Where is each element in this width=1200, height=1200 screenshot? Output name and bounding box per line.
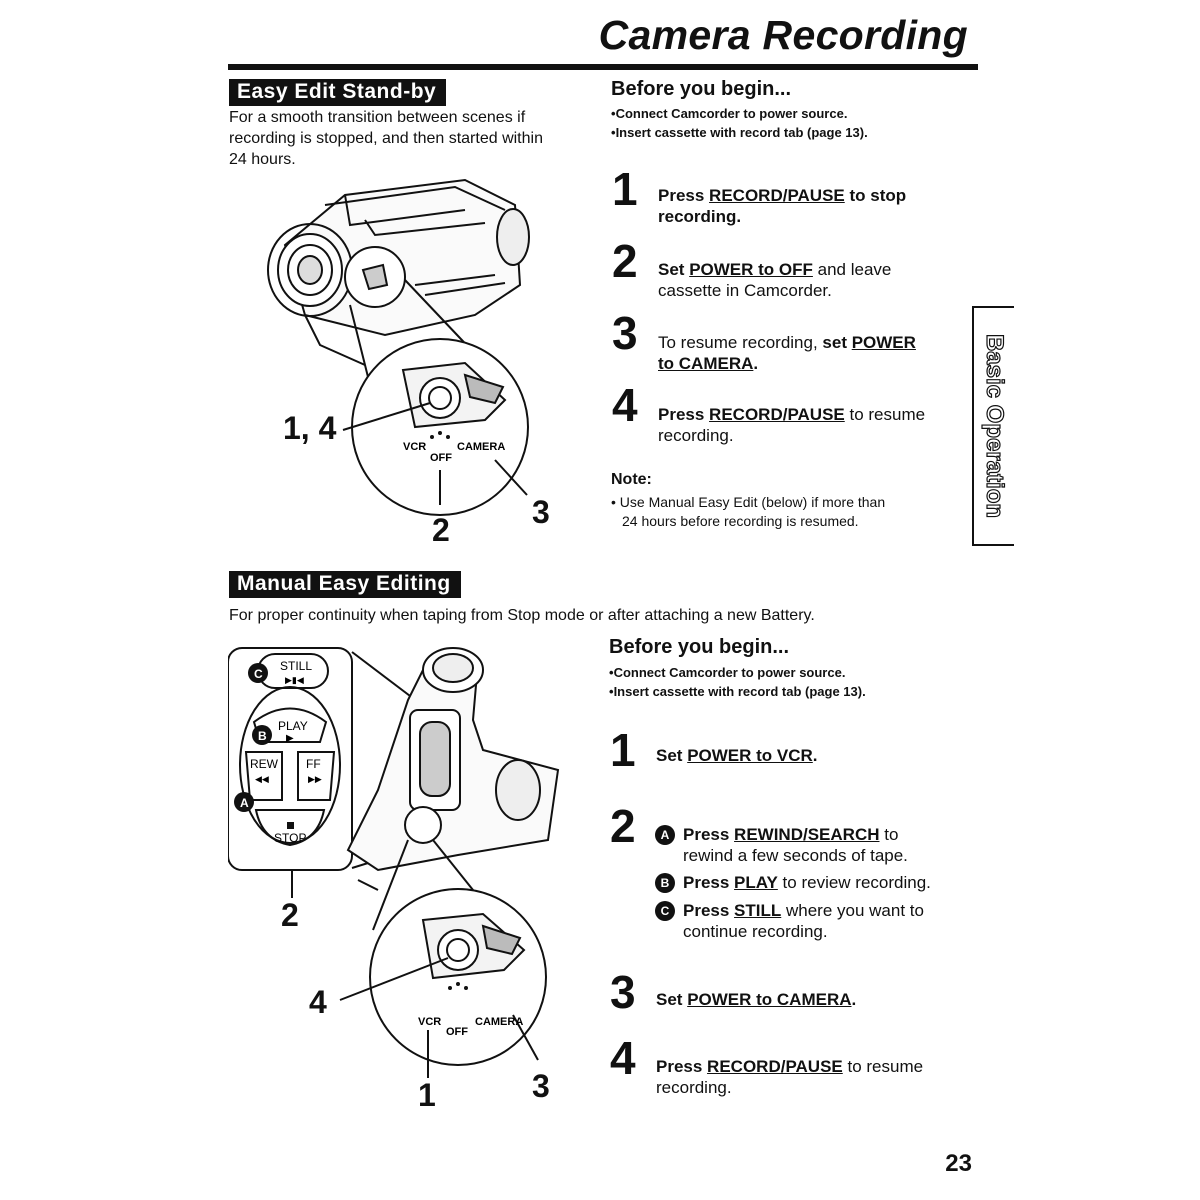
easy-step-3-number: 3: [612, 307, 638, 359]
manual-callout-4: 4: [309, 984, 327, 1020]
easy-edit-heading: Easy Edit Stand-by: [229, 79, 447, 106]
ff-button-label: FF: [306, 757, 321, 771]
panel-badge-a-icon: A: [240, 796, 249, 810]
svg-text:◀◀: ◀◀: [255, 774, 269, 784]
panel-badge-c-icon: C: [254, 667, 263, 681]
easy-step-1-text: Press RECORD/PAUSE to stop recording.: [658, 186, 907, 226]
manual-edit-intro: For proper continuity when taping from S…: [229, 607, 815, 624]
still-button-label: STILL: [280, 659, 312, 673]
dial-camera-label: CAMERA: [457, 441, 505, 453]
easy-callout-2: 2: [432, 512, 450, 548]
manual-step-4-number: 4: [610, 1032, 636, 1084]
title-rule: [228, 64, 978, 70]
dial2-off-label: OFF: [446, 1026, 468, 1038]
manual-edit-bullets: Connect Camcorder to power source. Inser…: [609, 663, 866, 701]
easy-edit-note: • Use Manual Easy Edit (below) if more t…: [611, 494, 886, 529]
manual-step-4-text: Press RECORD/PAUSE to resume recording.: [656, 1057, 924, 1097]
badge-a-icon: A: [655, 825, 675, 845]
easy-callout-1-4: 1, 4: [283, 410, 337, 446]
dial-off-label: OFF: [430, 452, 452, 464]
easy-callout-3: 3: [532, 494, 550, 530]
easy-step-2-text: Set POWER to OFF and leave cassette in C…: [658, 260, 892, 300]
camcorder-illustration-top: VCR OFF CAMERA: [267, 178, 530, 516]
page-title: Camera Recording: [598, 12, 968, 58]
badge-c-icon: C: [655, 901, 675, 921]
svg-text:▶: ▶: [286, 733, 294, 744]
dial2-camera-label: CAMERA: [475, 1016, 523, 1028]
manual-step-2-number: 2: [610, 800, 636, 852]
side-tab: Basic Operation: [972, 306, 1014, 546]
play-button-label: PLAY: [278, 719, 308, 733]
page-number: 23: [945, 1150, 972, 1177]
svg-text:▶▶: ▶▶: [308, 774, 322, 784]
easy-edit-intro: For a smooth transition between scenes i…: [229, 109, 543, 168]
rew-button-label: REW: [250, 757, 279, 771]
panel-badge-b-icon: B: [258, 729, 267, 743]
camcorder-illustration-bottom: STILL ▶▮◀ PLAY ▶ REW ◀◀ FF ▶▶ STOP C B A…: [228, 647, 560, 1078]
easy-edit-bullets: Connect Camcorder to power source. Inser…: [611, 104, 868, 142]
manual-callout-2: 2: [281, 897, 299, 933]
manual-step-1-text: Set POWER to VCR.: [656, 746, 818, 765]
manual-edit-before-heading: Before you begin...: [609, 636, 790, 658]
easy-step-1-number: 1: [612, 163, 638, 215]
manual-step-1-number: 1: [610, 724, 636, 776]
manual-callout-1: 1: [418, 1077, 436, 1113]
easy-step-2-number: 2: [612, 235, 638, 287]
dial-vcr-label: VCR: [403, 441, 426, 453]
easy-edit-note-heading: Note:: [611, 471, 652, 488]
badge-b-icon: B: [655, 873, 675, 893]
manual-step-3-text: Set POWER to CAMERA.: [656, 990, 857, 1009]
dial2-vcr-label: VCR: [418, 1016, 441, 1028]
stop-button-label: STOP: [274, 831, 306, 845]
manual-edit-heading: Manual Easy Editing: [229, 571, 461, 598]
side-tab-label: Basic Operation: [980, 333, 1008, 519]
easy-step-3-text: To resume recording, set POWER to CAMERA…: [658, 333, 916, 373]
manual-step-3-number: 3: [610, 966, 636, 1018]
easy-step-4-number: 4: [612, 379, 638, 431]
svg-text:▶▮◀: ▶▮◀: [285, 675, 304, 685]
manual-callout-3: 3: [532, 1068, 550, 1104]
easy-step-4-text: Press RECORD/PAUSE to resume recording.: [658, 405, 926, 445]
easy-edit-before-heading: Before you begin...: [611, 78, 792, 100]
